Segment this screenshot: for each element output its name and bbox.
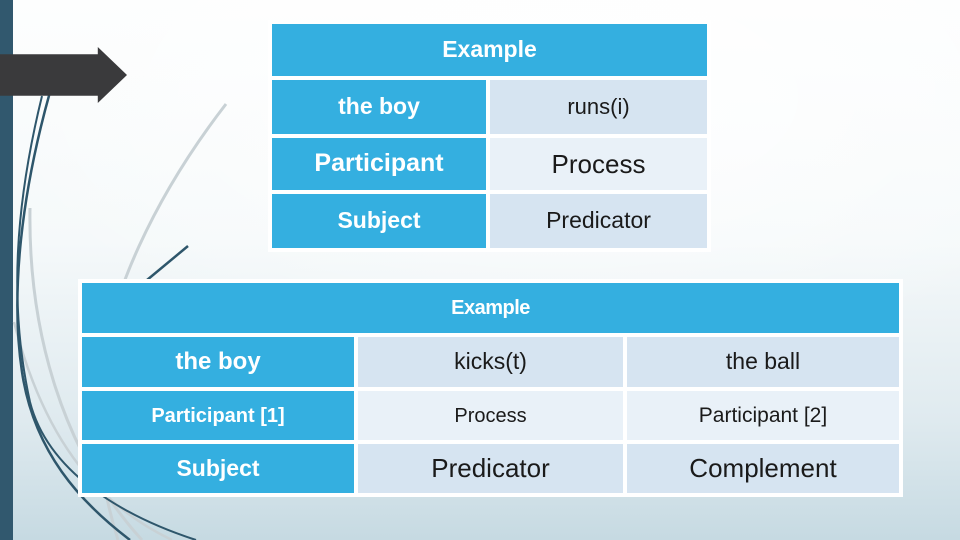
bottom-table-cell-kicks: kicks(t) <box>358 337 623 387</box>
top-table-cell-runs: runs(i) <box>490 80 707 134</box>
top-table-cell-process: Process <box>490 138 707 190</box>
top-table-cell-participant: Participant <box>272 138 486 190</box>
top-table-cell-the-boy: the boy <box>272 80 486 134</box>
bottom-table-cell-complement: Complement <box>627 444 899 493</box>
bottom-table-cell-predicator: Predicator <box>358 444 623 493</box>
top-table-header: Example <box>272 24 707 76</box>
top-example-table: Example the boy runs(i) Participant Proc… <box>268 20 711 252</box>
bottom-table-cell-participant-1: Participant [1] <box>82 391 354 440</box>
bottom-table-header: Example <box>82 283 899 333</box>
bottom-table-cell-participant-2: Participant [2] <box>627 391 899 440</box>
bottom-table-cell-the-boy: the boy <box>82 337 354 387</box>
bottom-example-table: Example the boy kicks(t) the ball Partic… <box>78 279 903 497</box>
bottom-table-cell-the-ball: the ball <box>627 337 899 387</box>
bottom-table-cell-subject: Subject <box>82 444 354 493</box>
top-table-cell-subject: Subject <box>272 194 486 248</box>
left-edge-bar <box>0 0 13 540</box>
bottom-table-cell-process: Process <box>358 391 623 440</box>
top-table-cell-predicator: Predicator <box>490 194 707 248</box>
